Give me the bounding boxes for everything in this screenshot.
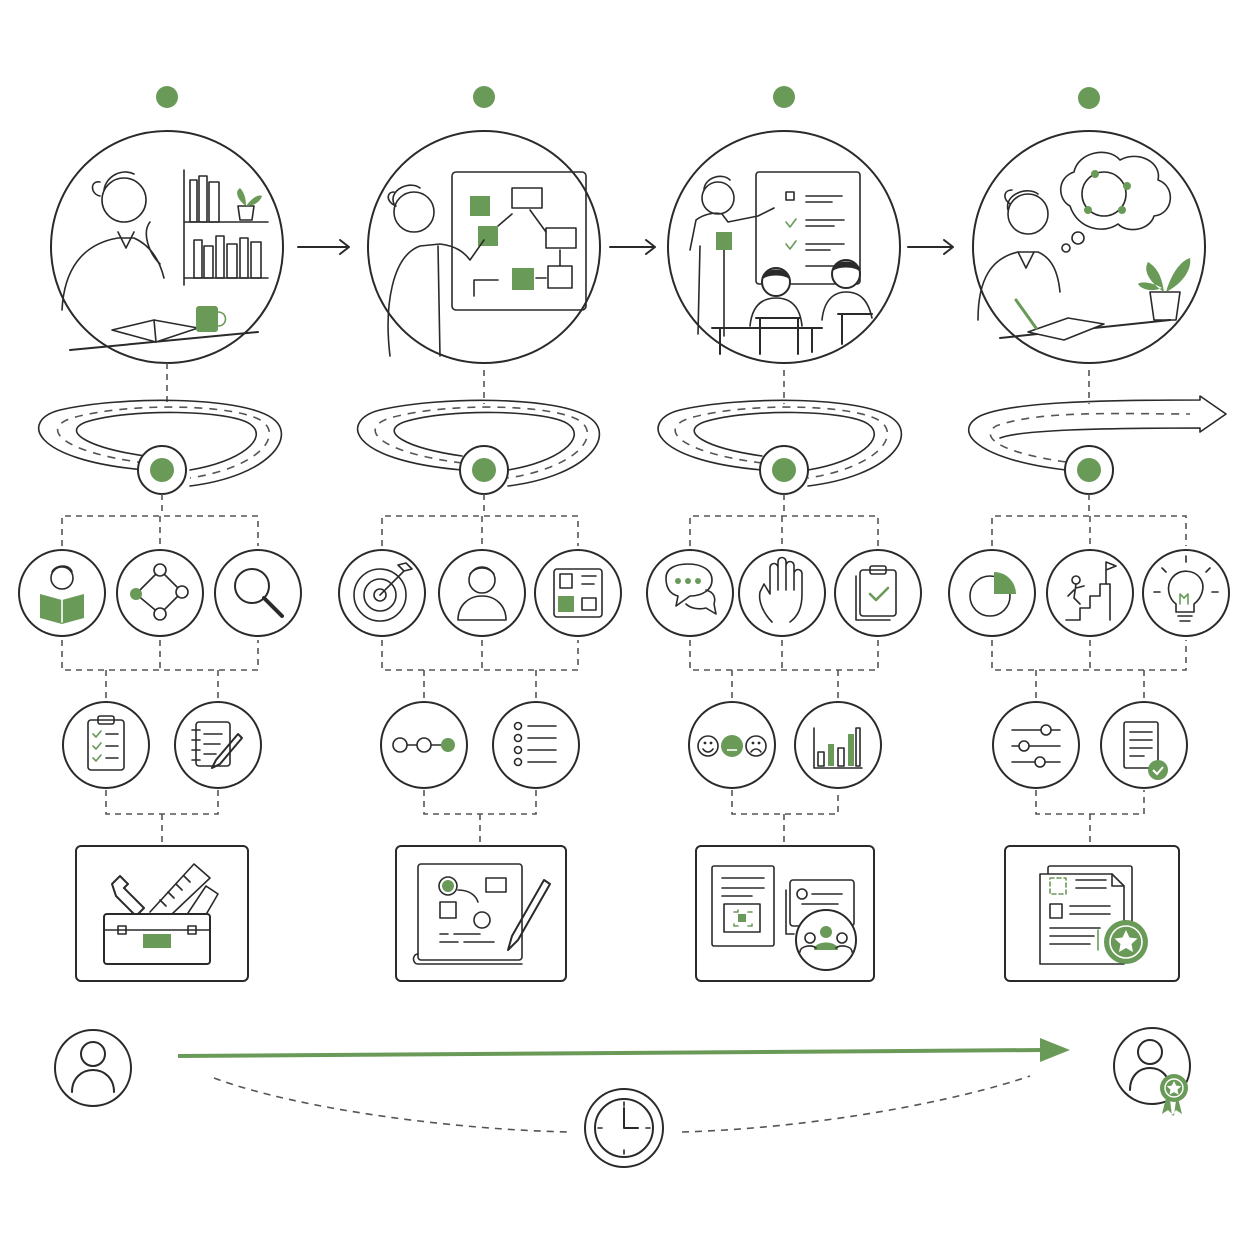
network-nodes-icon [116, 549, 204, 637]
timeline-dashed-arc [213, 1075, 1031, 1133]
hub-2 [459, 445, 509, 495]
roads [37, 363, 1227, 487]
reading-book-icon [18, 549, 106, 637]
stage-markers [156, 86, 1100, 109]
stage-3-dot [773, 86, 795, 108]
person-icon [438, 549, 526, 637]
certificate-star-icon [1004, 845, 1180, 982]
hub-3 [759, 445, 809, 495]
approved-document-icon [1100, 701, 1188, 789]
checklist-clipboard-icon [62, 701, 150, 789]
road-4 [967, 370, 1227, 471]
layout-grid-icon [534, 549, 622, 637]
road-2 [356, 370, 601, 487]
scene-teacher-presenting-to-students [667, 130, 901, 364]
blueprint-pencil-icon [395, 845, 567, 982]
hub-1 [137, 445, 187, 495]
toolbox-icon [75, 845, 249, 982]
hub-4 [1064, 445, 1114, 495]
scene-person-planning-at-board [367, 130, 601, 364]
road-3 [657, 370, 903, 487]
scene-arrows [297, 239, 954, 255]
connectors [61, 494, 1187, 846]
lightbulb-icon [1142, 549, 1230, 637]
certified-user-icon [1113, 1027, 1191, 1116]
raised-hand-icon [738, 549, 826, 637]
checked-clipboard-icon [834, 549, 922, 637]
notebook-pencil-icon [174, 701, 262, 789]
user-icon [54, 1029, 132, 1107]
target-icon [338, 549, 426, 637]
stage-2-dot [473, 86, 495, 108]
stage-4-dot [1078, 87, 1100, 109]
documents-group-icon [695, 845, 875, 982]
list-icon [492, 701, 580, 789]
journey [54, 1027, 1191, 1168]
sliders-icon [992, 701, 1080, 789]
clock-icon [584, 1088, 664, 1168]
progress-arrow [177, 1038, 1070, 1062]
hub-nodes [137, 445, 1114, 495]
pie-chart-icon [948, 549, 1036, 637]
connected-steps-icon [380, 701, 468, 789]
climb-flag-icon [1046, 549, 1134, 637]
bar-chart-icon [794, 701, 882, 789]
road-1 [37, 363, 283, 487]
scene-person-reflecting-writing [972, 130, 1206, 364]
stage-1-dot [156, 86, 178, 108]
chat-bubbles-icon [646, 549, 734, 637]
scene-person-reading-at-desk [50, 130, 284, 364]
feedback-faces-icon [688, 701, 776, 789]
magnifier-icon [214, 549, 302, 637]
